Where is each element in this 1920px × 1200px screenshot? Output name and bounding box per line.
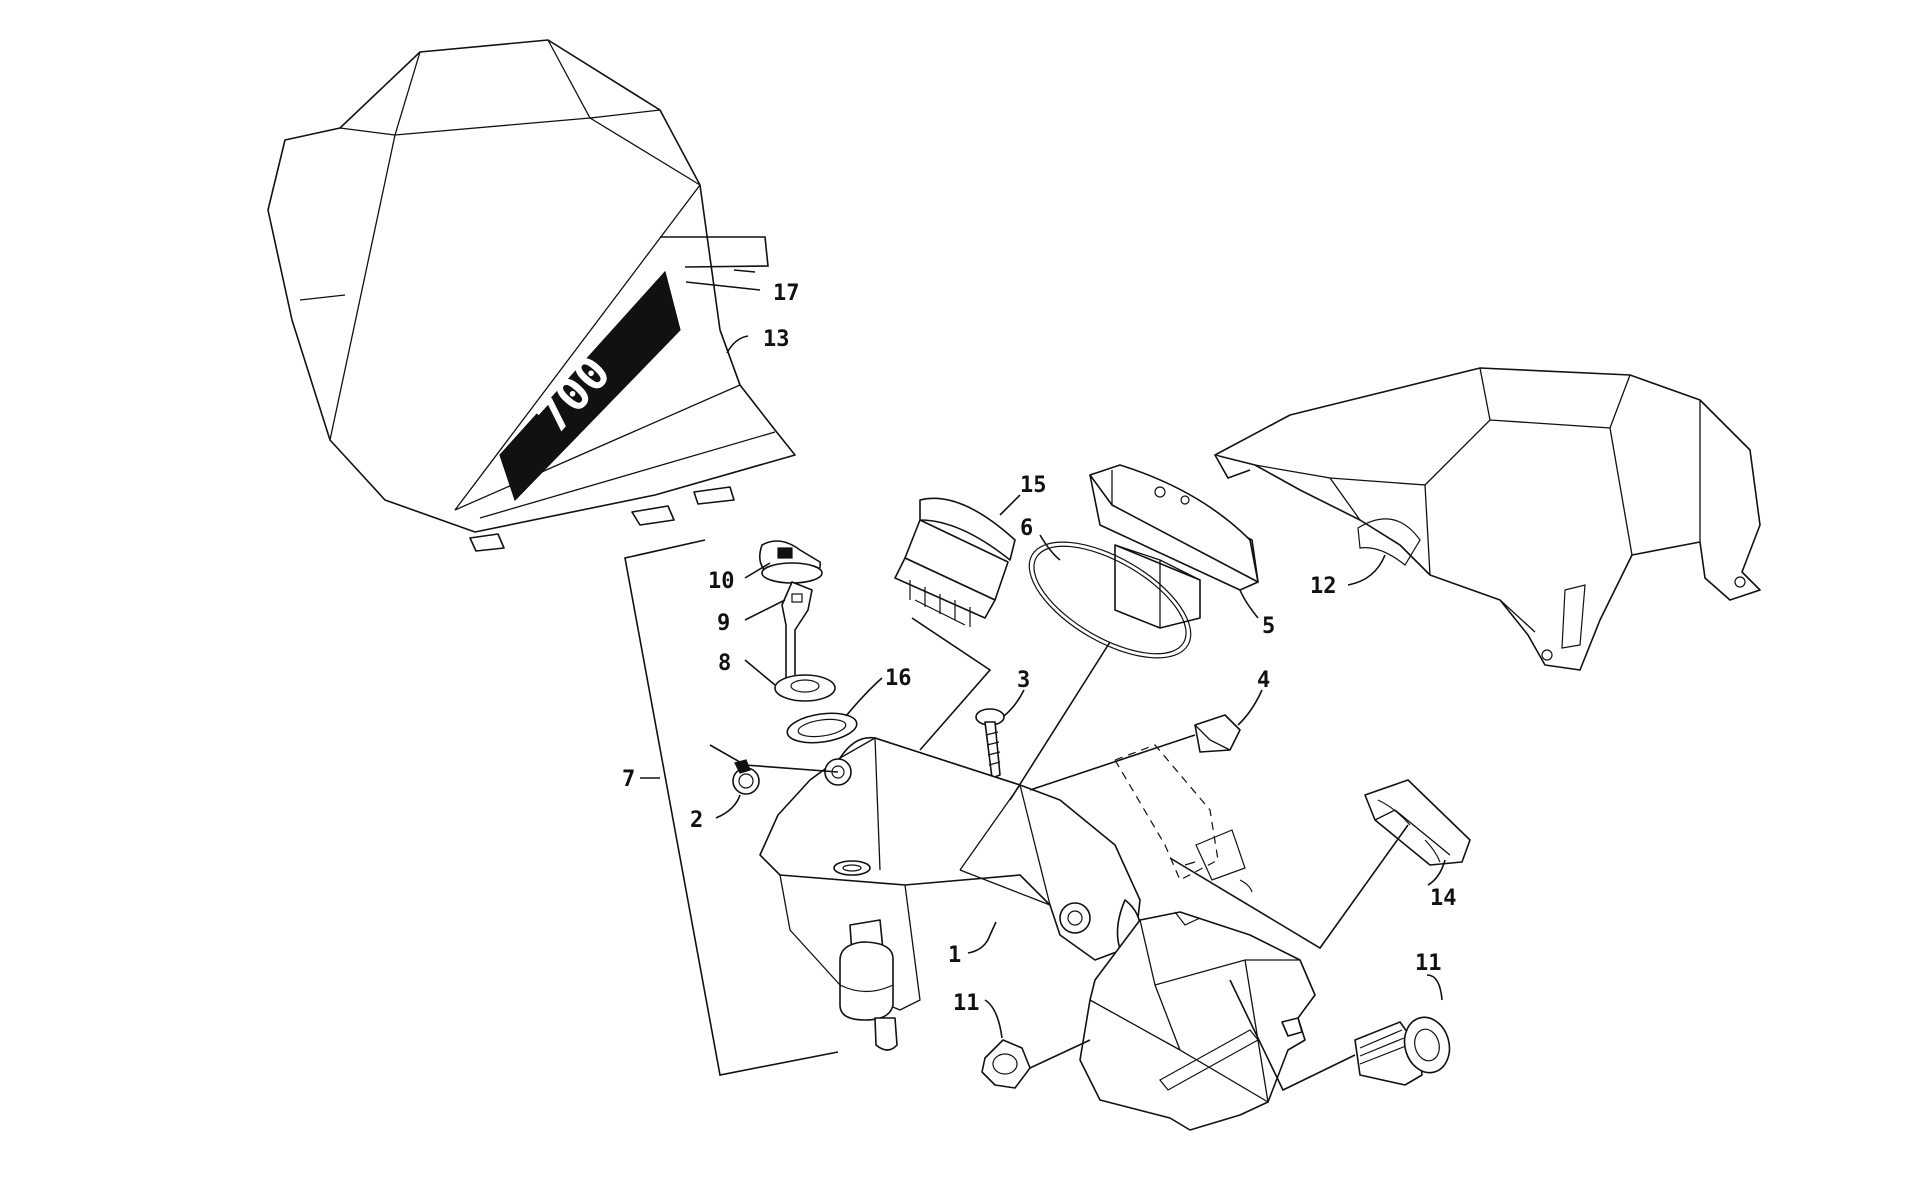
callout-5: 5 — [1262, 614, 1275, 639]
lower-console-housing[interactable] — [1079, 911, 1316, 1131]
part-2-push-nut — [732, 759, 760, 795]
callout-15: 15 — [1020, 473, 1047, 498]
leader-lines — [624, 236, 1446, 1092]
callout-10: 10 — [708, 569, 735, 594]
callout-13: 13 — [763, 327, 790, 352]
callout-14: 14 — [1430, 886, 1457, 911]
callout-2: 2 — [690, 808, 703, 833]
callout-6: 6 — [1020, 516, 1033, 541]
callout-11-outlet: 11 — [1415, 951, 1442, 976]
part-8-grommet — [774, 674, 836, 702]
part-3-screw — [975, 708, 1005, 779]
part-6-o-ring — [1028, 541, 1192, 659]
part-13-windshield[interactable] — [267, 39, 796, 552]
part-10-key-cap — [759, 540, 823, 584]
part-1-dash-bracket[interactable] — [759, 736, 1142, 1011]
part-5-gauge[interactable] — [1089, 464, 1259, 629]
part-9-key — [781, 581, 813, 689]
callout-7: 7 — [622, 767, 635, 792]
callout-9: 9 — [717, 611, 730, 636]
callout-3: 3 — [1017, 668, 1030, 693]
part-11-nut — [981, 1039, 1031, 1089]
part-4-clip — [1194, 714, 1241, 753]
phantom-outline — [1114, 744, 1253, 893]
callout-4: 4 — [1257, 668, 1270, 693]
callout-12: 12 — [1310, 574, 1337, 599]
part-15-switch[interactable] — [894, 497, 1016, 627]
part-11-power-outlet[interactable] — [1354, 1012, 1455, 1086]
part-14-mounting-clip[interactable] — [1364, 779, 1471, 866]
callout-16: 16 — [885, 666, 912, 691]
callout-8: 8 — [718, 651, 731, 676]
part-16-washer — [786, 712, 858, 744]
callout-labels: 17 13 15 6 5 12 10 9 8 16 3 4 7 2 1 14 1… — [622, 281, 1457, 1016]
callout-11-nut: 11 — [953, 991, 980, 1016]
callout-17: 17 — [773, 281, 800, 306]
ignition-switch-body — [839, 919, 898, 1051]
callout-1: 1 — [948, 943, 961, 968]
part-12-console-cover[interactable] — [1214, 367, 1761, 671]
